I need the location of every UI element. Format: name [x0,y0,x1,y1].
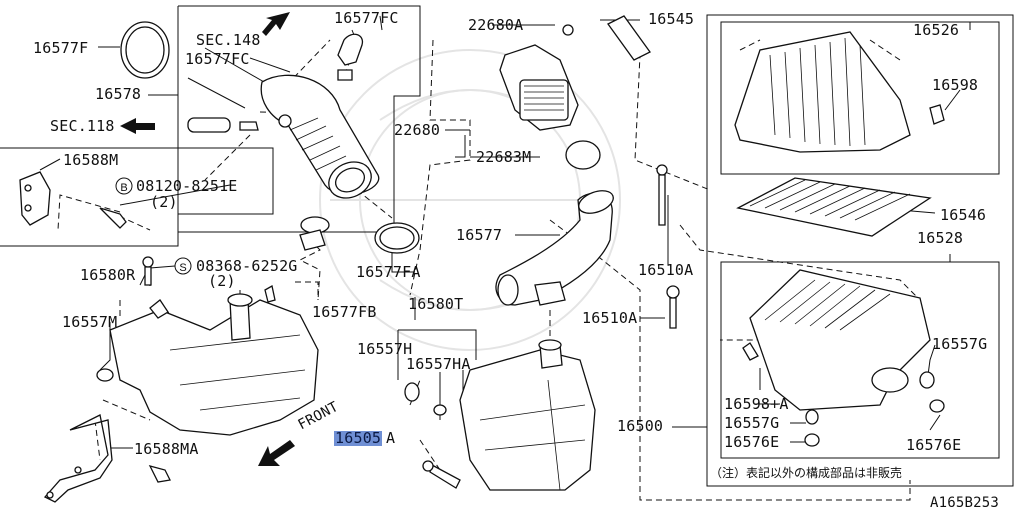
air-duct-16577 [495,190,614,306]
label-16557M: 16557M [62,313,118,331]
gasket-22683M [565,140,601,170]
label-16557HA: 16557HA [406,355,471,373]
air-cleaner-body-16528 [749,269,931,411]
label-16577: 16577 [456,226,503,244]
label-22680: 22680 [394,121,441,139]
circled-symbols: B S [115,177,192,275]
clamp-16577FA [374,222,420,254]
clip-16577FB [299,216,330,251]
label-16505A-suffix: A [386,429,396,447]
air-filter-16546 [736,177,932,237]
label-16578: 16578 [95,85,142,103]
label-16580R: 16580R [80,266,136,284]
air-cleaner-cover-16526 [734,31,911,153]
label-16528: 16528 [917,229,964,247]
bolt-16505A [422,460,461,489]
non-sale-note: （注）表記以外の構成部品は非販売 [710,466,903,480]
label-16577FA: 16577FA [356,263,421,281]
boxes [0,5,1014,487]
clamp-16577F [120,21,170,79]
label-16526: 16526 [913,21,960,39]
label-16577FC-top: 16577FC [334,9,399,27]
label-16557G-right: 16557G [932,335,988,353]
leader-lines [39,15,971,449]
label-screw-08368: 08368-6252G [196,257,298,275]
label-16580T: 16580T [408,295,464,313]
label-16500: 16500 [617,417,664,435]
bolt-symbol: B [120,182,127,194]
diagram-reference-code: A165B253 [930,495,1000,511]
bracket-16588MA [43,414,171,503]
resonator-16505A [459,339,596,491]
grommet-16557M [96,368,114,382]
mass-air-flow-sensor-22680 [499,24,579,131]
label-bolt-08120: 08120-8251E [136,177,238,195]
label-16557G-left: 16557G [724,414,780,432]
air-duct-16578 [260,33,380,199]
bolt-16580R [142,256,154,286]
sec-arrows [120,12,290,134]
label-16577F: 16577F [33,39,89,57]
small-hose-parts [187,69,353,133]
label-22680A: 22680A [468,16,524,34]
label-16598-plus-A: 16598+A [724,395,789,413]
label-sec-118: SEC.118 [50,117,115,135]
label-16576E-left: 16576E [724,433,780,451]
resonator-16580R [109,284,319,436]
label-16557H: 16557H [357,340,413,358]
front-arrow [258,440,295,466]
label-16545: 16545 [648,10,695,28]
label-16576E-right: 16576E [906,436,962,454]
label-sec-148: SEC.148 [196,31,261,49]
label-plate-16545 [607,15,651,61]
label-16546: 16546 [940,206,987,224]
label-22683M: 22683M [476,148,532,166]
label-16577FB: 16577FB [312,303,377,321]
label-screw-08368-qty: (2) [208,272,236,290]
label-16510A-upper: 16510A [638,261,694,279]
bolts-16510A [656,164,680,329]
label-16588MA: 16588MA [134,440,199,458]
label-bolt-08120-qty: (2) [150,193,178,211]
label-16510A-lower: 16510A [582,309,638,327]
label-16588M: 16588M [63,151,119,169]
small-parts-16557G-16576E [742,342,945,447]
label-16577FC-left: 16577FC [185,50,250,68]
label-16505A-highlighted[interactable]: 16505 [334,429,383,447]
label-16598: 16598 [932,76,979,94]
washer-16557HA [433,404,447,416]
clip-16598 [929,104,945,125]
screw-symbol: S [179,262,186,274]
grommet-16557H [404,382,420,402]
bracket-16588M [19,171,127,229]
